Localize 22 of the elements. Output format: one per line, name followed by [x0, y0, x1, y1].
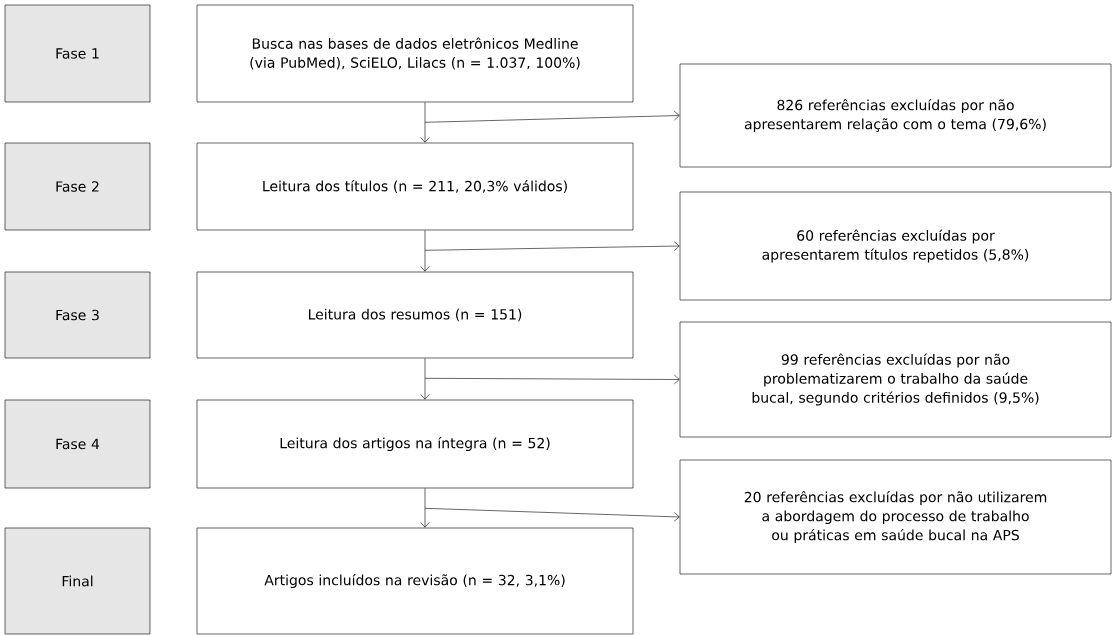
- branch-arrow: [424, 374, 680, 385]
- phase-box: Fase 1: [4, 4, 151, 103]
- exclusion-box: 99 referências excluídas por não problematizarem o trabalho da saúde bucal, segundo critérios definidos (9,5%): [679, 321, 1112, 438]
- phase-box: Final: [4, 527, 151, 635]
- phase-box: Fase 2: [4, 142, 151, 231]
- down-arrow: [420, 488, 430, 528]
- step-box: Leitura dos artigos na íntegra (n = 52): [196, 399, 634, 489]
- exclusion-box: 20 referências excluídas por não utilizarem a abordagem do processo de trabalho ou práticas em saúde bucal na APS: [679, 459, 1112, 575]
- down-arrow: [420, 230, 430, 272]
- step-box: Leitura dos títulos (n = 211, 20,3% válidos): [196, 142, 634, 231]
- phase-box: Fase 3: [4, 271, 151, 359]
- step-box: Artigos incluídos na revisão (n = 32, 3,1%): [196, 527, 634, 635]
- branch-arrow: [424, 110, 680, 123]
- branch-arrow: [424, 241, 680, 251]
- down-arrow: [420, 358, 430, 400]
- step-box: Leitura dos resumos (n = 151): [196, 271, 634, 359]
- branch-arrow: [424, 508, 680, 522]
- phase-box: Fase 4: [4, 399, 151, 489]
- exclusion-box: 60 referências excluídas por apresentarem títulos repetidos (5,8%): [679, 191, 1112, 301]
- down-arrow: [420, 102, 430, 143]
- exclusion-box: 826 referências excluídas por não apresentarem relação com o tema (79,6%): [679, 63, 1112, 168]
- step-box: Busca nas bases de dados eletrônicos Medline (via PubMed), SciELO, Lilacs (n = 1.037, 100%): [196, 4, 634, 103]
